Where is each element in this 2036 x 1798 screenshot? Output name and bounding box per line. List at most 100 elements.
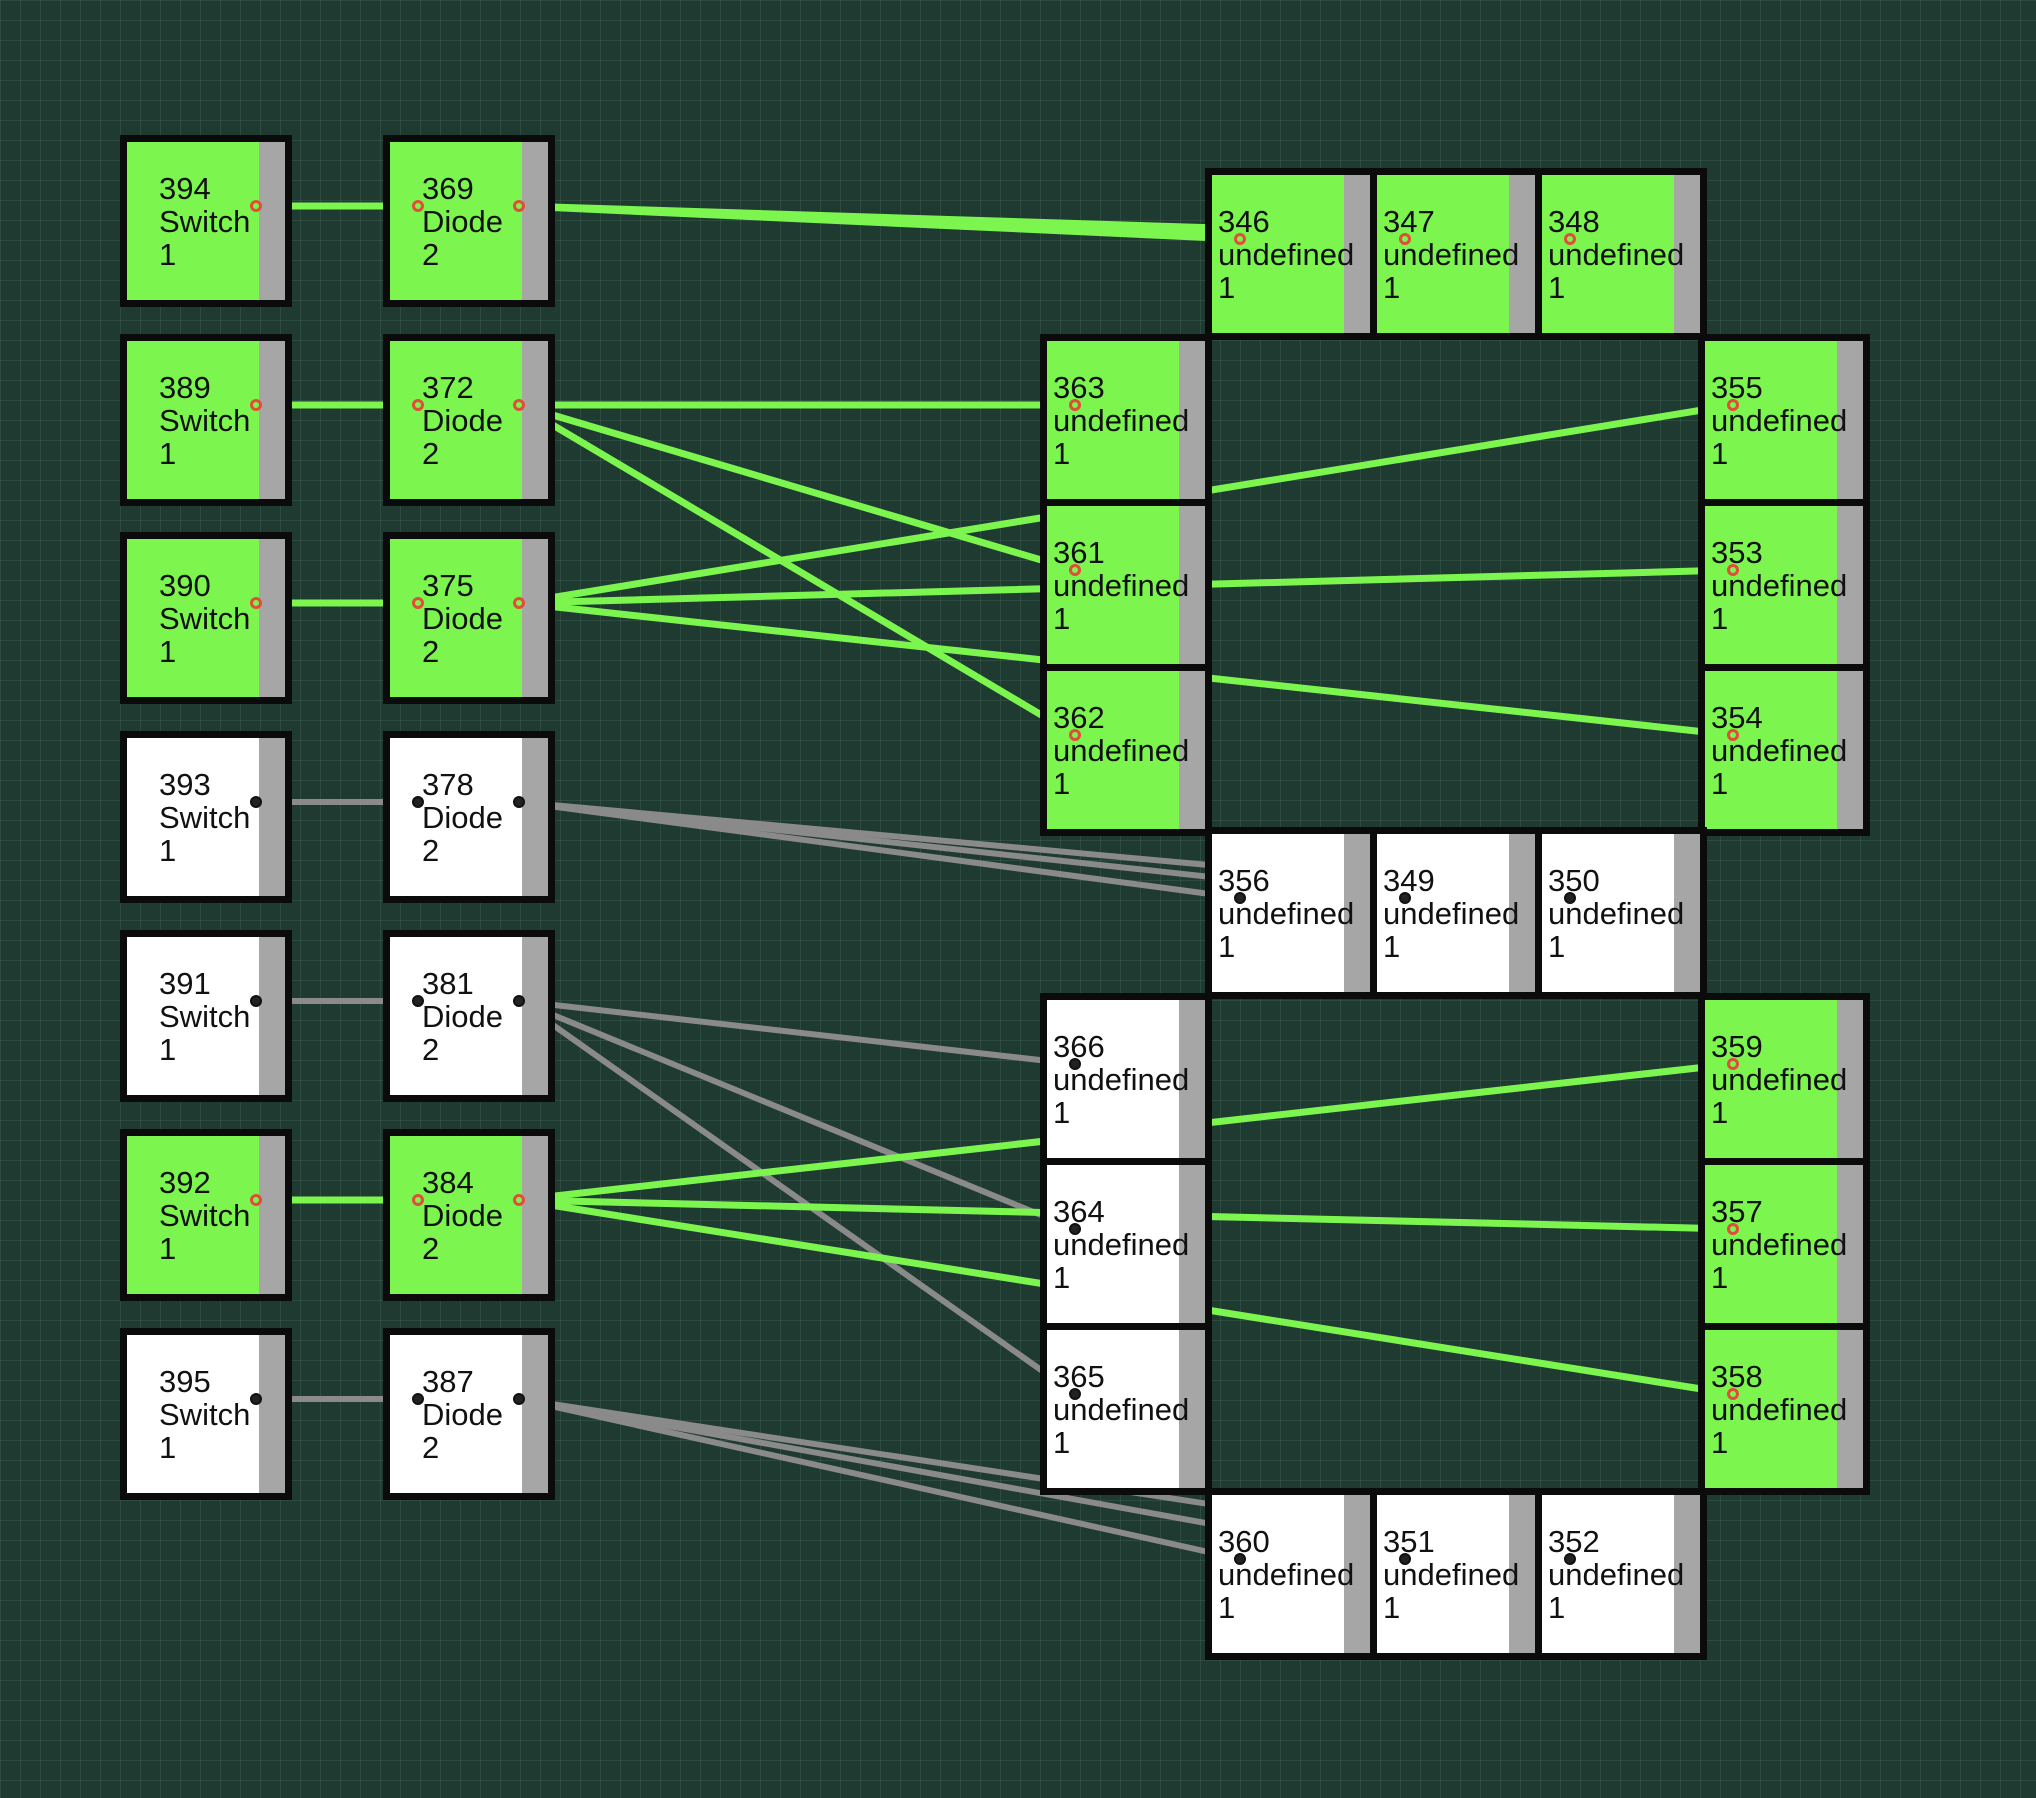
block-side-bar [1674,1495,1700,1653]
input-pin-349[interactable] [1399,892,1411,904]
wire-372-361[interactable] [515,401,1079,574]
input-pin-387[interactable] [412,1393,424,1405]
input-pin-347[interactable] [1399,233,1411,245]
block-value: 1 [1548,1590,1566,1625]
input-pin-348[interactable] [1564,233,1576,245]
input-pin-346[interactable] [1234,233,1246,245]
input-pin-361[interactable] [1069,564,1081,576]
input-pin-369[interactable] [412,200,424,212]
wire-381-365[interactable] [516,998,1078,1397]
block-value: 2 [422,237,440,272]
input-pin-355[interactable] [1727,399,1739,411]
wire-381-366[interactable] [516,998,1078,1067]
input-pin-352[interactable] [1564,1553,1576,1565]
block-side-bar [522,142,548,300]
block-value: 1 [1711,1425,1729,1460]
input-pin-351[interactable] [1399,1553,1411,1565]
block-side-bar [1837,1000,1863,1158]
wire-381-364[interactable] [516,998,1078,1232]
block-side-bar [259,738,285,896]
output-pin-387[interactable] [513,1393,525,1405]
input-pin-381[interactable] [412,995,424,1007]
input-pin-353[interactable] [1727,564,1739,576]
input-pin-359[interactable] [1727,1058,1739,1070]
input-pin-375[interactable] [412,597,424,609]
input-pin-372[interactable] [412,399,424,411]
input-pin-366[interactable] [1069,1058,1081,1070]
input-pin-365[interactable] [1069,1388,1081,1400]
input-pin-364[interactable] [1069,1223,1081,1235]
output-pin-391[interactable] [250,995,262,1007]
block-type: Diode [422,1198,503,1233]
block-id: 395 [159,1364,211,1399]
output-pin-378[interactable] [513,796,525,808]
output-pin-372[interactable] [513,399,525,411]
wire-369-346[interactable] [515,202,1244,243]
input-pin-356[interactable] [1234,892,1246,904]
input-pin-362[interactable] [1069,729,1081,741]
input-pin-378[interactable] [412,796,424,808]
output-pin-392[interactable] [250,1194,262,1206]
output-pin-381[interactable] [513,995,525,1007]
block-value: 2 [422,833,440,868]
output-pin-384[interactable] [513,1194,525,1206]
input-pin-357[interactable] [1727,1223,1739,1235]
block-side-bar [522,937,548,1095]
output-pin-395[interactable] [250,1393,262,1405]
block-value: 1 [159,1032,177,1067]
input-pin-350[interactable] [1564,892,1576,904]
block-id: 372 [422,370,474,405]
output-pin-394[interactable] [250,200,262,212]
output-pin-390[interactable] [250,597,262,609]
input-pin-358[interactable] [1727,1388,1739,1400]
block-id: 375 [422,568,474,603]
wire-372-362[interactable] [515,401,1079,739]
input-pin-384[interactable] [412,1194,424,1206]
input-pin-360[interactable] [1234,1553,1246,1565]
output-pin-389[interactable] [250,399,262,411]
input-pin-363[interactable] [1069,399,1081,411]
input-pin-354[interactable] [1727,729,1739,741]
output-pin-369[interactable] [513,200,525,212]
output-pin-375[interactable] [513,597,525,609]
output-pin-393[interactable] [250,796,262,808]
